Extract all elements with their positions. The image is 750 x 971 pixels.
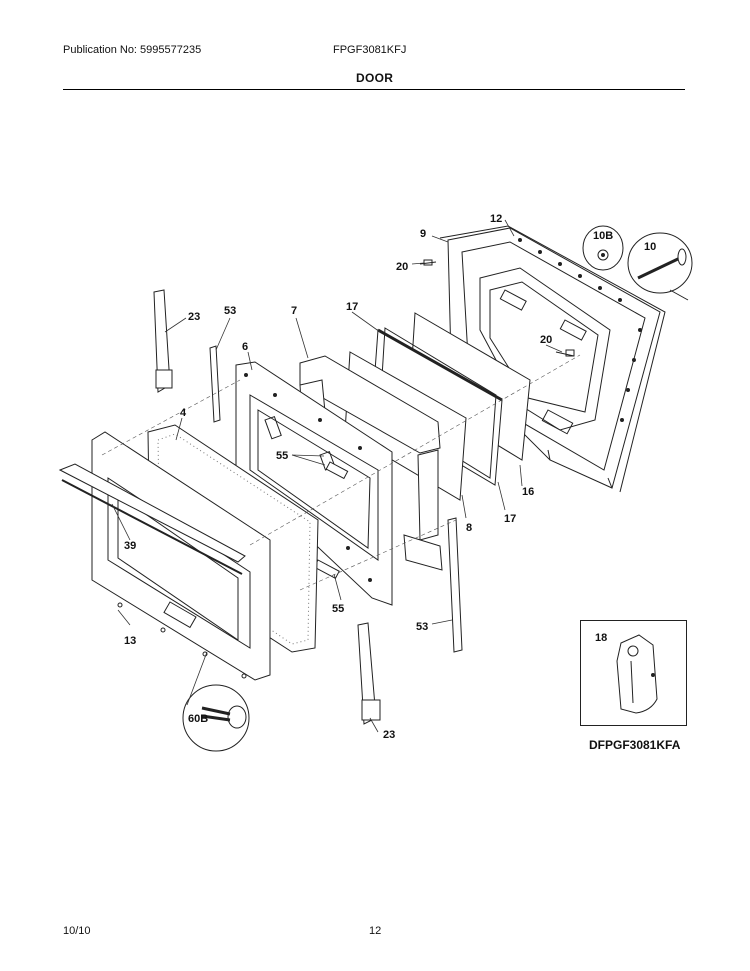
model-number: FPGF3081KFJ (333, 44, 407, 56)
hinge-upper (153, 289, 173, 393)
alignment-lines (101, 354, 581, 591)
callout-4: 4 (180, 407, 187, 419)
leader-lines (111, 219, 563, 733)
callout-12: 12 (490, 213, 502, 225)
callout-17-lower: 17 (504, 513, 516, 525)
callout-55-lower: 55 (332, 603, 344, 615)
callout-53-lower: 53 (416, 621, 428, 633)
hinge-bracket-part (313, 461, 349, 580)
insulation-part (299, 355, 443, 571)
callout-13: 13 (124, 635, 136, 647)
side-trim-part (209, 345, 463, 653)
screw-part (419, 259, 575, 357)
callout-7: 7 (291, 305, 297, 317)
callout-39: 39 (124, 540, 136, 552)
callout-16: 16 (522, 486, 534, 498)
callout-9: 9 (420, 228, 426, 240)
page-title: DOOR (356, 71, 394, 85)
callout-8: 8 (466, 522, 472, 534)
header-rule (63, 89, 685, 90)
callout-17-upper: 17 (346, 301, 358, 313)
callout-60b: 60B (188, 713, 208, 725)
callout-23-lower: 23 (383, 729, 395, 741)
washer-detail (582, 225, 624, 271)
footer-date: 10/10 (63, 925, 91, 937)
screw-detail (627, 232, 693, 301)
callout-10: 10 (644, 241, 656, 253)
callout-55-upper: 55 (276, 450, 288, 462)
inset-box: 18 (580, 620, 687, 726)
bracket-18-drawing: 18 (595, 632, 658, 714)
callout-6: 6 (242, 341, 248, 353)
back-panel-part (447, 227, 661, 489)
callout-20-lower: 20 (540, 334, 552, 346)
hinge-lower (357, 622, 381, 725)
callout-23-upper: 23 (188, 311, 200, 323)
callout-18: 18 (595, 632, 607, 644)
page-number: 12 (369, 925, 382, 937)
publication-number: Publication No: 5995577235 (63, 44, 202, 56)
callout-10b: 10B (593, 230, 613, 242)
handle-part (58, 463, 246, 575)
seal-part (439, 225, 666, 493)
callout-20-upper: 20 (396, 261, 408, 273)
inset-caption: DFPGF3081KFA (589, 738, 681, 752)
inner-frame-part (235, 361, 393, 606)
callout-53-upper: 53 (224, 305, 236, 317)
screw-60b-detail (182, 684, 250, 752)
